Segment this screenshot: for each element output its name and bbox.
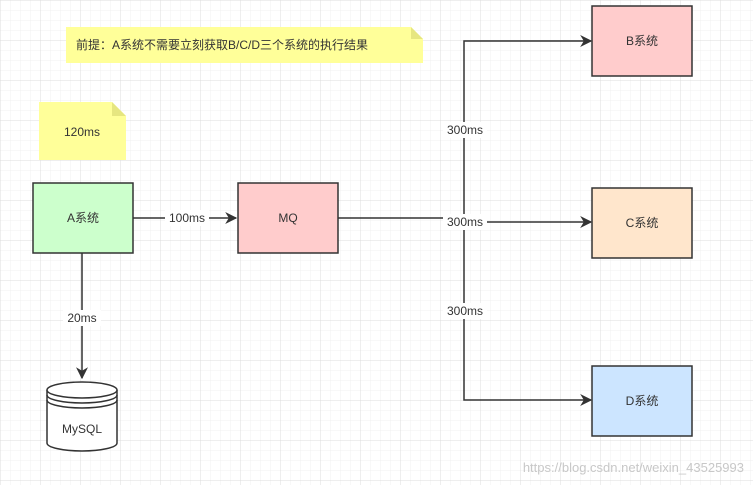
premise-note-shape <box>66 27 423 63</box>
edge-mq-to-d[interactable] <box>463 218 593 406</box>
node-c-system-box <box>591 187 693 259</box>
latency-note-text: 120ms <box>64 125 100 139</box>
node-mq-box <box>237 182 339 254</box>
node-c-system-label: C系统 <box>626 216 659 230</box>
latency-note-fold <box>112 102 126 116</box>
label-mq-to-b: 300ms <box>447 123 483 137</box>
node-a-system-box <box>32 182 134 254</box>
premise-note[interactable]: 前提：A系统不需要立刻获取B/C/D三个系统的执行结果 <box>66 27 423 63</box>
label-bg-mq-to-d <box>443 303 487 319</box>
node-b-system-box <box>591 5 693 77</box>
label-mq-to-d: 300ms <box>447 304 483 318</box>
premise-note-text: 前提：A系统不需要立刻获取B/C/D三个系统的执行结果 <box>76 37 368 52</box>
mysql-cylinder-top <box>46 381 118 399</box>
label-a-to-mysql: 20ms <box>67 311 96 325</box>
label-bg-mq-to-c <box>443 214 487 230</box>
edge-labels: 100ms 20ms 300ms 300ms 300ms <box>63 122 487 326</box>
label-bg-a-to-mq <box>165 210 209 226</box>
mysql-cylinder-ring-1 <box>46 394 118 404</box>
node-b-system-label: B系统 <box>626 34 658 48</box>
node-a-system-label: A系统 <box>67 211 99 225</box>
label-a-to-mq: 100ms <box>169 211 205 225</box>
node-mysql[interactable]: MySQL <box>46 381 118 452</box>
node-d-system[interactable]: D系统 <box>591 365 693 437</box>
node-b-system[interactable]: B系统 <box>591 5 693 77</box>
mysql-label: MySQL <box>62 422 102 436</box>
node-a-system[interactable]: A系统 <box>32 182 134 254</box>
label-mq-to-c: 300ms <box>447 215 483 229</box>
label-bg-mq-to-b <box>443 122 487 138</box>
latency-note-shape <box>39 102 126 160</box>
premise-note-fold <box>411 27 423 39</box>
latency-note[interactable]: 120ms <box>39 102 126 160</box>
node-mq[interactable]: MQ <box>237 182 339 254</box>
watermark-text: https://blog.csdn.net/weixin_43525993 <box>523 460 744 475</box>
node-mq-label: MQ <box>278 211 297 225</box>
node-d-system-label: D系统 <box>626 394 659 408</box>
node-c-system[interactable]: C系统 <box>591 187 693 259</box>
node-d-system-box <box>591 365 693 437</box>
label-bg-a-to-mysql <box>63 310 101 326</box>
mysql-cylinder-body <box>46 390 118 452</box>
mysql-cylinder-ring-2 <box>46 399 118 409</box>
